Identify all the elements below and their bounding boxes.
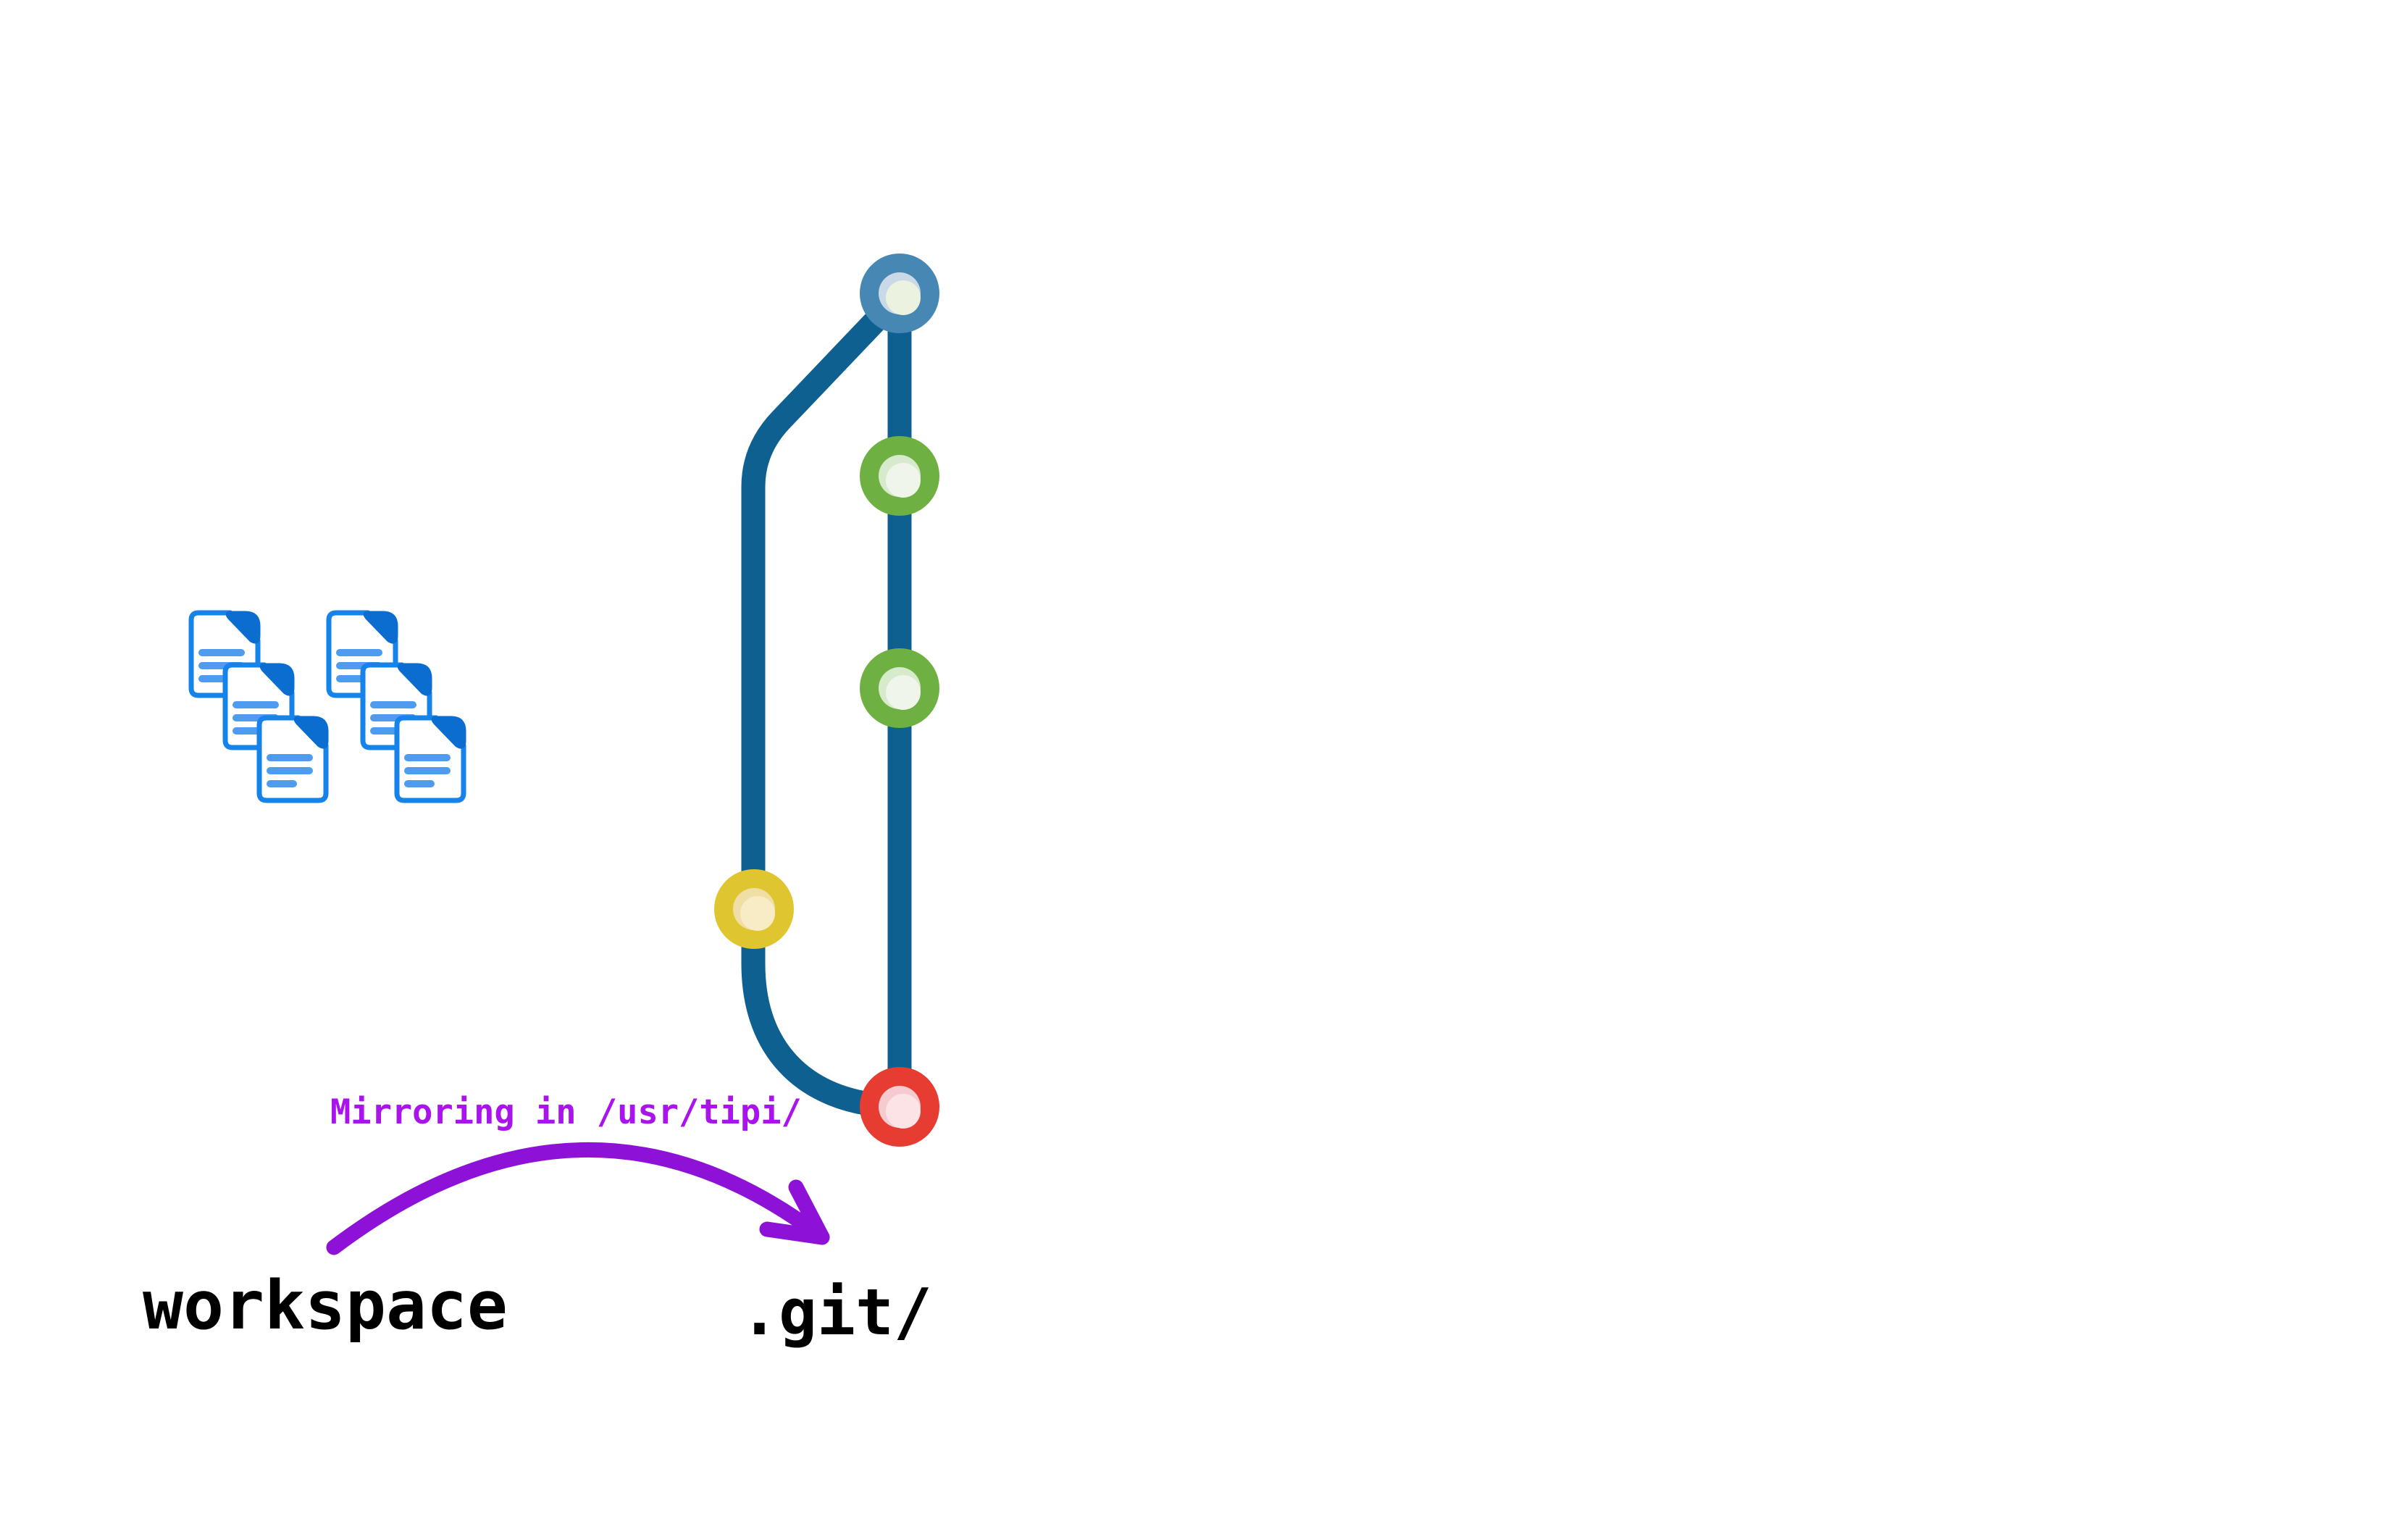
branch-line [741, 283, 912, 1119]
document-icon [397, 718, 464, 800]
commit-node-a [860, 436, 939, 516]
document-icon [259, 718, 326, 800]
mirror-arrow-icon [326, 1142, 830, 1255]
commit-node-branch [714, 869, 794, 949]
commit-core-highlight [886, 675, 921, 710]
workspace-files-cluster-1 [191, 613, 326, 800]
mirroring-annotation: Mirroring in /usr/tipi/ [330, 1092, 802, 1132]
commit-core-highlight [886, 280, 921, 315]
workspace-files-cluster-2 [329, 613, 464, 800]
mirror-arrow-curve [326, 1142, 830, 1255]
commit-node-b [860, 648, 939, 728]
commit-core-highlight [886, 463, 921, 498]
mirror-arrow-head [759, 1179, 830, 1245]
commit-node-tip [860, 254, 939, 333]
commit-core-highlight [886, 1094, 921, 1129]
workspace-label: workspace [143, 1266, 508, 1344]
commit-node-root [860, 1067, 939, 1147]
commit-core-highlight [740, 896, 775, 931]
git-dir-label: .git/ [740, 1275, 932, 1349]
